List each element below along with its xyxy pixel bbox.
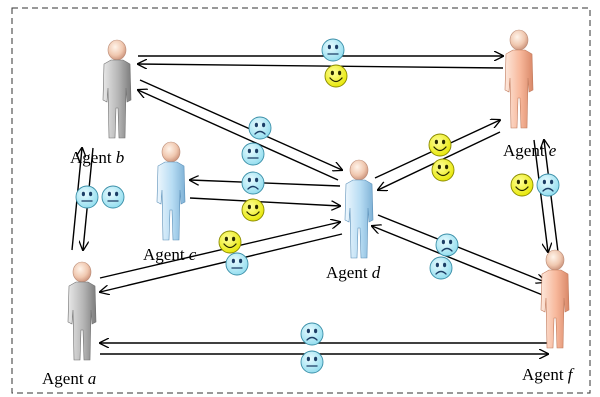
neutral-icon [241,142,265,166]
neutral-icon [321,38,345,62]
agent-d-label: Agent d [326,263,381,282]
arrow-f-to-d [372,226,546,297]
sad-icon [435,233,459,257]
agent-b-label: Agent b [70,148,124,167]
agent-a-label: Agent a [42,369,96,388]
arrow-d-to-c [190,180,341,187]
agent-b-figure [102,39,132,139]
arrow-c-to-d [189,197,340,206]
agent-e-label: Agent e [503,141,557,160]
arrow-b-to-d [139,79,342,170]
neutral-icon [75,185,99,209]
face-icons [75,38,560,374]
happy-icon [510,173,534,197]
agent-f-label: Agent f [522,365,575,384]
agent-a-figure [67,261,97,361]
happy-icon [428,133,452,157]
neutral-icon [225,252,249,276]
agent-f-figure [540,249,570,349]
agent-d-figure [344,159,374,259]
sad-icon [536,173,560,197]
agent-e-figure [504,29,534,129]
sad-icon [429,256,453,280]
happy-icon [218,230,242,254]
arrow-a-to-d [99,222,340,279]
arrow-d-to-b [138,90,339,181]
arrow-e-to-b [138,64,504,68]
sad-icon [248,116,272,140]
happy-icon [241,198,265,222]
arrows [71,56,559,354]
arrow-d-to-f [377,214,545,282]
arrow-e-to-f [533,139,548,252]
neutral-icon [300,350,324,374]
neutral-icon [101,185,125,209]
dashed-border [11,7,591,394]
happy-icon [324,64,348,88]
happy-icon [431,158,455,182]
sad-icon [300,322,324,346]
agent-c-label: Agent c [143,245,197,264]
sad-icon [241,171,265,195]
agent-c-figure [156,141,186,241]
arrow-d-to-a [100,233,343,292]
